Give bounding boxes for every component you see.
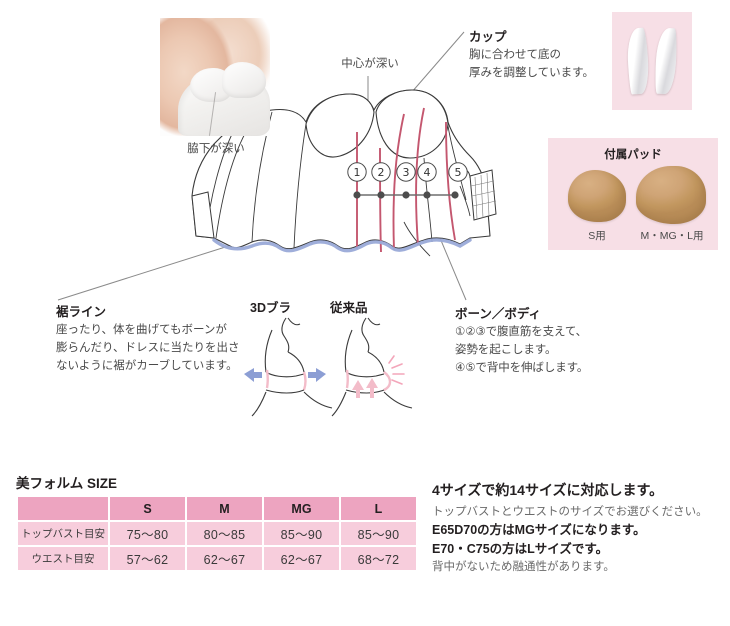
callout-hem-title: 裾ライン: [56, 305, 107, 319]
included-pads-panel: 付属パッド S用 M・MG・L用: [548, 138, 718, 250]
model-photo-caption: 脇下が深い: [187, 143, 245, 155]
size-table-col-mg: MG: [264, 497, 339, 520]
size-table-corner: [18, 497, 108, 520]
bone-marker-3: 3: [396, 162, 416, 199]
size-waist-mg: 62〜67: [264, 547, 339, 570]
model-photo: [160, 18, 270, 136]
size-table-title: 美フォルム SIZE: [16, 476, 117, 491]
table-row: トップバスト目安 75〜80 80〜85 85〜90 85〜90: [18, 522, 416, 545]
arrow-left-blue: [244, 368, 262, 382]
side-tab-left: [191, 191, 215, 239]
callout-hem-line3: ないように裾がカーブしています。: [56, 360, 238, 373]
comparison-label-3d-bra: 3Dブラ: [250, 301, 291, 315]
included-pads-title: 付属パッド: [604, 149, 662, 161]
comparison-label-conventional: 従来品: [330, 301, 368, 315]
size-table-header-row: S M MG L: [18, 497, 416, 520]
size-guidance-block: 4サイズで約14サイズに対応します。 トップバストとウエストのサイズでお選びくだ…: [432, 480, 722, 576]
size-topbust-l: 85〜90: [341, 522, 416, 545]
bone-line-5: [445, 121, 456, 241]
svg-text:1: 1: [354, 166, 361, 179]
bone-marker-2: 2: [371, 162, 391, 199]
pad-large-label: M・MG・L用: [640, 230, 704, 242]
callout-cup: カップ 胸に合わせて底の 厚みを調整しています。: [469, 28, 599, 82]
pad-small: [568, 170, 626, 222]
arrow-right-blue: [308, 368, 326, 382]
arrow-up-pink-2: [366, 378, 378, 398]
pad-large: [636, 166, 706, 224]
bone-sample-left: [626, 27, 650, 95]
size-guidance-line3: E70・C75の方はLサイズです。: [432, 542, 609, 556]
size-table-col-m: M: [187, 497, 262, 520]
svg-text:4: 4: [424, 166, 431, 179]
callout-hem-line: 裾ライン 座ったり、体を曲げてもボーンが 膨らんだり、ドレスに当たりを出さ ない…: [56, 303, 246, 376]
bone-sample-panel: [612, 12, 692, 110]
size-table-head: S M MG L: [18, 497, 416, 520]
callout-hem-line1: 座ったり、体を曲げてもボーンが: [56, 324, 227, 337]
size-row-header-topbust: トップバスト目安: [18, 522, 108, 545]
size-table-col-s: S: [110, 497, 185, 520]
bone-marker-1: 1: [347, 162, 367, 199]
size-topbust-s: 75〜80: [110, 522, 185, 545]
svg-text:5: 5: [455, 166, 462, 179]
svg-text:3: 3: [403, 166, 410, 179]
size-table: S M MG L トップバスト目安 75〜80 80〜85 85〜90 85〜9…: [16, 495, 418, 572]
comparison-figure-conventional: [331, 317, 413, 417]
model-photo-cup-right: [222, 62, 266, 98]
table-row: ウエスト目安 57〜62 62〜67 62〜67 68〜72: [18, 547, 416, 570]
callout-bone-title: ボーン／ボディ: [455, 307, 542, 321]
size-row-header-waist: ウエスト目安: [18, 547, 108, 570]
size-guidance-heading: 4サイズで約14サイズに対応します。: [432, 482, 664, 498]
size-guidance-line1: トップバストとウエストのサイズでお選びください。: [432, 506, 708, 518]
callout-bone-body: ボーン／ボディ ①②③で腹直筋を支えて、 姿勢を起こします。 ④⑤で背中を伸ばし…: [455, 305, 655, 378]
callout-cup-line1: 胸に合わせて底の: [469, 49, 561, 62]
bone-marker-5: 5: [448, 162, 468, 199]
callout-cup-title: カップ: [469, 30, 507, 44]
size-topbust-m: 80〜85: [187, 522, 262, 545]
callout-cup-line2: 厚みを調整しています。: [469, 67, 595, 80]
seam-left-3: [215, 127, 249, 239]
hem-curve-line: [212, 238, 472, 253]
bone-marker-4: 4: [417, 162, 437, 199]
bone-line-3: [392, 113, 405, 251]
seam-left-2: [293, 123, 307, 249]
size-guidance-line4: 背中がないため融通性があります。: [432, 560, 615, 573]
callout-hem-line2: 膨らんだり、ドレスに当たりを出さ: [56, 342, 240, 355]
bone-sample-right: [654, 27, 678, 95]
callout-bone-line1: ①②③で腹直筋を支えて、: [455, 326, 588, 339]
burst-marks: [388, 355, 405, 385]
arrow-up-pink-1: [352, 380, 364, 398]
size-waist-l: 68〜72: [341, 547, 416, 570]
seam-right-3: [403, 221, 431, 257]
size-table-col-l: L: [341, 497, 416, 520]
callout-bone-line3: ④⑤で背中を伸ばします。: [455, 362, 589, 375]
cup-right: [375, 89, 449, 159]
size-waist-s: 57〜62: [110, 547, 185, 570]
size-guidance-line2: E65D70の方はMGサイズになります。: [432, 523, 646, 538]
size-waist-m: 62〜67: [187, 547, 262, 570]
bone-line-4: [415, 107, 425, 246]
callout-center-deep: 中心が深い: [341, 58, 399, 70]
comparison-figure-3d: [244, 317, 333, 417]
pad-small-label: S用: [588, 230, 606, 242]
leader-line-hem: [57, 242, 239, 301]
seam-right-4: [459, 185, 471, 217]
size-table-body: トップバスト目安 75〜80 80〜85 85〜90 85〜90 ウエスト目安 …: [18, 522, 416, 570]
svg-text:2: 2: [378, 166, 385, 179]
size-topbust-mg: 85〜90: [264, 522, 339, 545]
callout-bone-line2: 姿勢を起こします。: [455, 344, 557, 357]
leader-line-bone: [439, 237, 467, 301]
